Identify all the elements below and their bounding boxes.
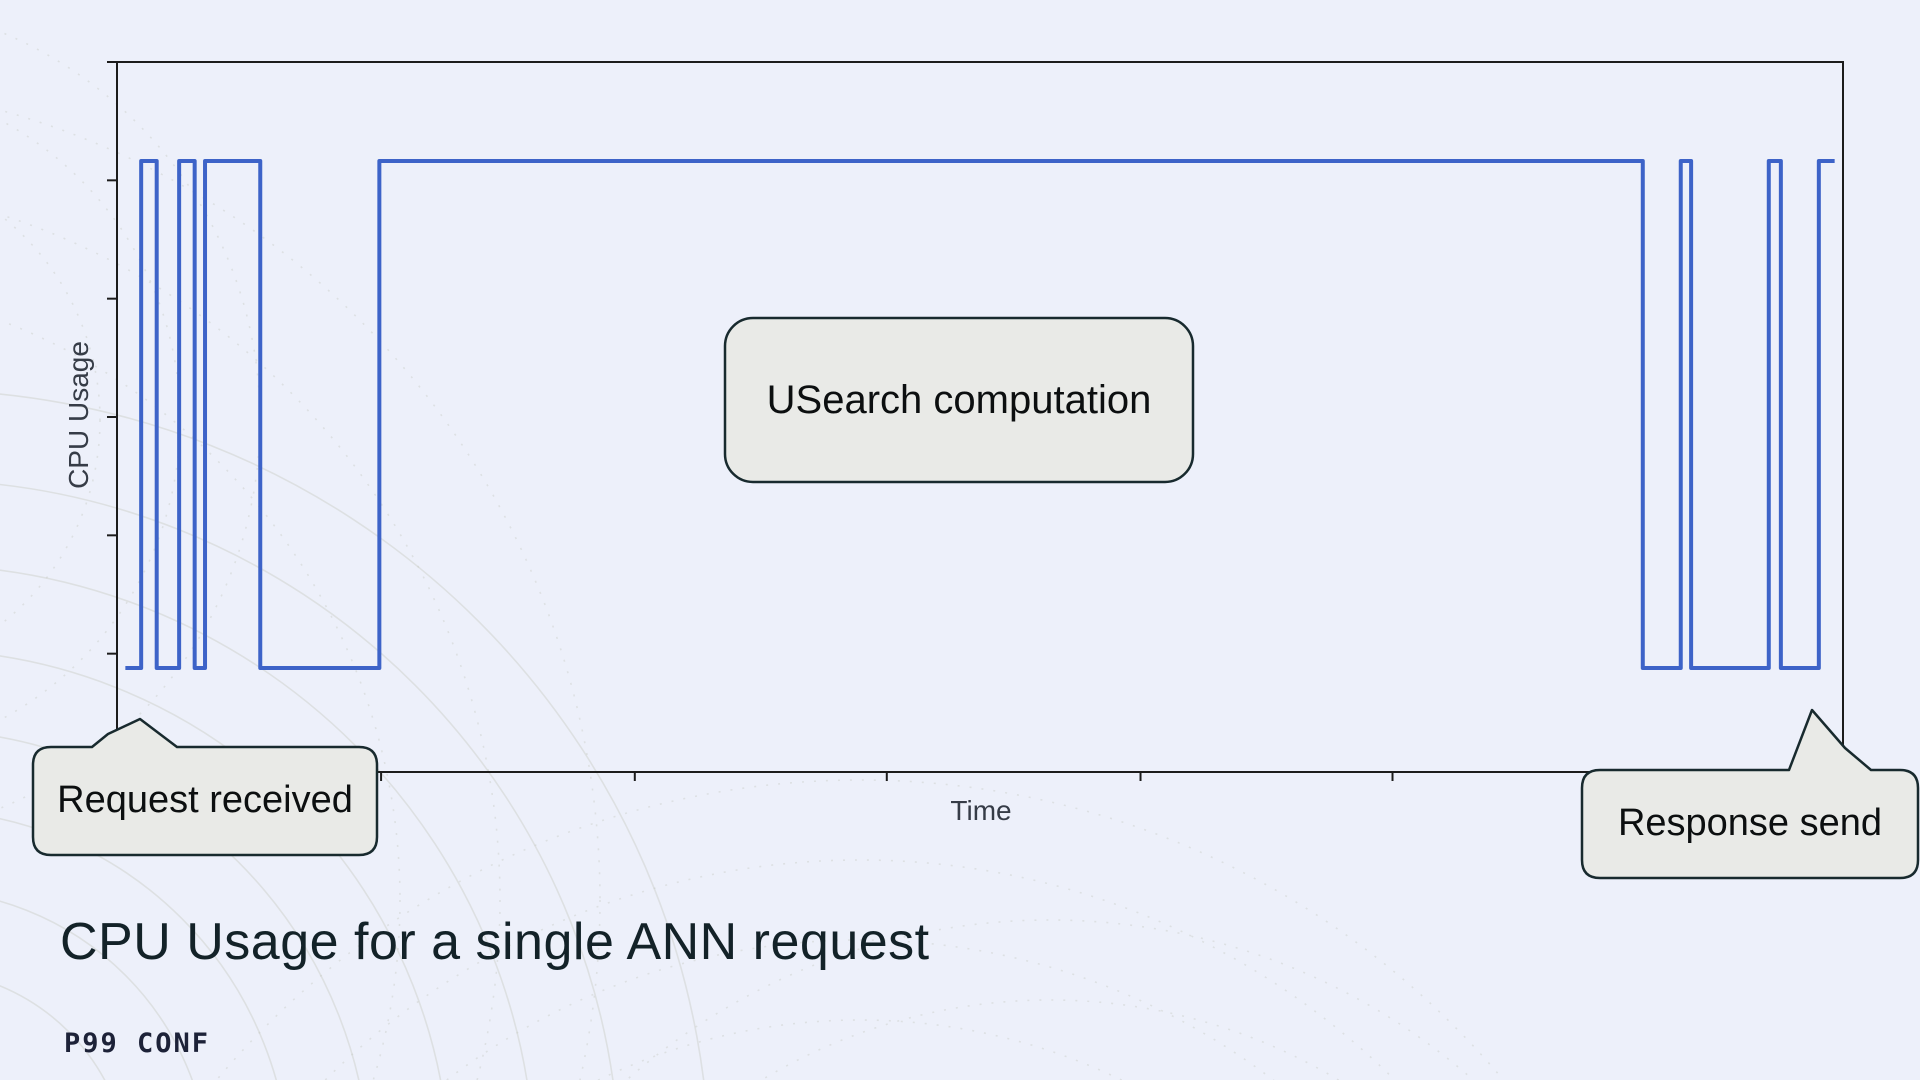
cpu-usage-wave <box>125 159 1835 670</box>
y-axis-ticks <box>107 61 117 773</box>
x-axis-ticks <box>380 772 1648 781</box>
usearch-callout-box <box>723 316 1195 484</box>
request-callout-bubble <box>31 717 379 857</box>
response-callout-bubble <box>1580 708 1920 880</box>
